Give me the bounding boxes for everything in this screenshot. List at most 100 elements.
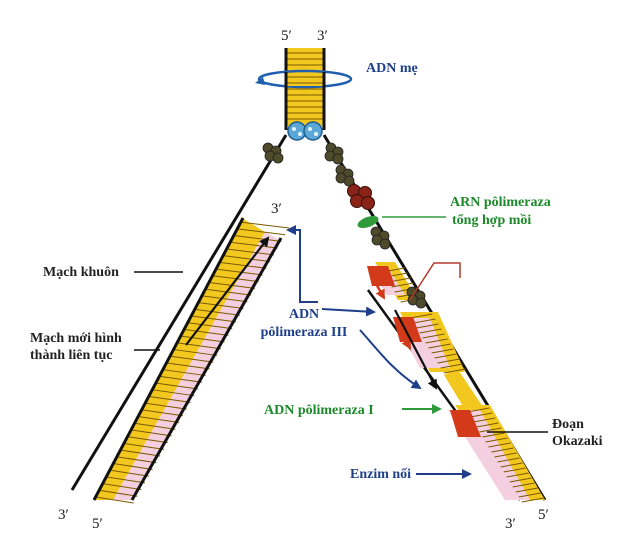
base-pair-rung [169, 355, 214, 363]
base-pair-rung [236, 228, 286, 236]
base-pair-rung [391, 282, 414, 288]
lagging-strand-arm [322, 134, 547, 503]
base-pair-rung [120, 449, 161, 457]
base-pair-rung [497, 457, 520, 463]
base-pair-rung [518, 492, 541, 498]
base-pair-rung [515, 487, 538, 493]
base-pair-rung [470, 412, 493, 418]
base-pair-rung [155, 382, 199, 390]
base-pair-rung [162, 369, 206, 377]
base-pair-rung [229, 241, 278, 249]
base-pair-rung [431, 348, 454, 354]
helicase [287, 121, 323, 141]
okazaki-label-line1: Đoạn [552, 417, 584, 432]
dna-polymerase-1-label: ADN pôlimeraza I [264, 403, 374, 418]
base-pair-rung [473, 417, 496, 423]
base-pair-rung [410, 313, 433, 319]
template-strand-label: Mạch khuôn [43, 265, 119, 280]
base-pair-rung [491, 447, 514, 453]
base-pair-rung [425, 338, 448, 344]
rna-polymerase-label-line1: ARN pôlimeraza [450, 195, 551, 210]
base-pair-rung [419, 328, 442, 334]
base-pair-rung [141, 409, 184, 417]
base-pair-rung [201, 295, 248, 303]
base-pair-rung [494, 452, 517, 458]
primase [347, 184, 379, 229]
base-pair-rung [440, 363, 463, 369]
base-pair-rung [190, 315, 237, 323]
base-pair-rung [109, 469, 149, 477]
dna-polymerase-3-label-line2: pôlimeraza III [261, 325, 348, 340]
base-pair-rung [102, 483, 142, 491]
base-pair-rung [503, 467, 526, 473]
ssb-proteins [262, 142, 427, 309]
base-pair-rung [482, 432, 505, 438]
base-pair-rung [187, 322, 233, 330]
end-label-top-left: 5′ [281, 28, 292, 44]
base-pair-rung [416, 323, 439, 329]
parent-dna [255, 48, 353, 130]
base-pair-rung [222, 255, 271, 263]
leading-strand-arm [70, 134, 290, 504]
continuous-strand-label-line2: thành liên tục [30, 348, 112, 363]
base-pair-rung [99, 489, 138, 497]
base-pair-rung [158, 375, 202, 383]
end-label-bottom-left-inner: 5′ [92, 516, 103, 532]
base-pair-rung [197, 301, 244, 309]
base-pair-rung [500, 462, 523, 468]
base-pair-rung [413, 318, 436, 324]
base-pair-rung [422, 333, 445, 339]
base-pair-rung [467, 407, 490, 413]
base-pair-rung [509, 477, 532, 483]
base-pair-rung [130, 429, 172, 437]
base-pair-rung [479, 427, 502, 433]
base-pair-rung [151, 389, 195, 397]
end-label-top-right: 3′ [317, 28, 328, 44]
base-pair-rung [428, 343, 451, 349]
synthesis-direction-arrows [185, 236, 437, 390]
base-pair-rung [134, 422, 176, 430]
base-pair-rung [95, 496, 134, 504]
base-pair-rung [225, 248, 274, 256]
base-pair-rung [211, 275, 259, 283]
parent-dna-label: ADN mẹ [366, 61, 418, 76]
ligase-label: Enzim nối [350, 467, 411, 482]
base-pair-rung [485, 437, 508, 443]
end-label-bottom-right-outer: 5′ [538, 507, 549, 523]
base-pair-rung [443, 368, 466, 374]
base-pair-rung [476, 422, 499, 428]
base-pair-rung [232, 234, 282, 242]
continuous-strand-label-line1: Mạch mới hình [30, 331, 122, 346]
base-pair-rung [113, 462, 153, 470]
base-pair-rung [488, 442, 511, 448]
lagging-polymerase-outline [409, 262, 461, 301]
base-pair-rung [179, 335, 225, 343]
base-pair-rung [137, 416, 180, 424]
rna-polymerase-label-line2: tổng hợp mồi [452, 213, 531, 228]
base-pair-rung [144, 402, 187, 410]
base-pair-rung [215, 268, 263, 276]
base-pair-rung [127, 436, 168, 444]
pointer-lines [134, 216, 548, 479]
end-label-bottom-right-inner: 3′ [505, 516, 516, 532]
base-pair-rung [512, 482, 535, 488]
base-pair-rung [106, 476, 146, 484]
base-pair-rung [123, 442, 165, 450]
base-pair-rung [194, 308, 240, 316]
base-pair-rung [148, 395, 191, 403]
base-pair-rung [218, 261, 267, 269]
base-pair-rung [183, 328, 229, 336]
new-strand-3-end-label: 3′ [271, 201, 282, 217]
okazaki-label-line2: Okazaki [552, 434, 603, 449]
base-pair-rung [434, 353, 457, 359]
base-pair-rung [176, 342, 221, 350]
base-pair-rung [165, 362, 210, 370]
base-pair-rung [239, 221, 290, 229]
base-pair-rung [506, 472, 529, 478]
primer-direction-arrows [372, 279, 412, 350]
base-pair-rung [172, 348, 218, 356]
end-label-bottom-left-outer: 3′ [58, 507, 69, 523]
base-pair-rung [116, 456, 157, 464]
base-pair-rung [521, 497, 544, 503]
